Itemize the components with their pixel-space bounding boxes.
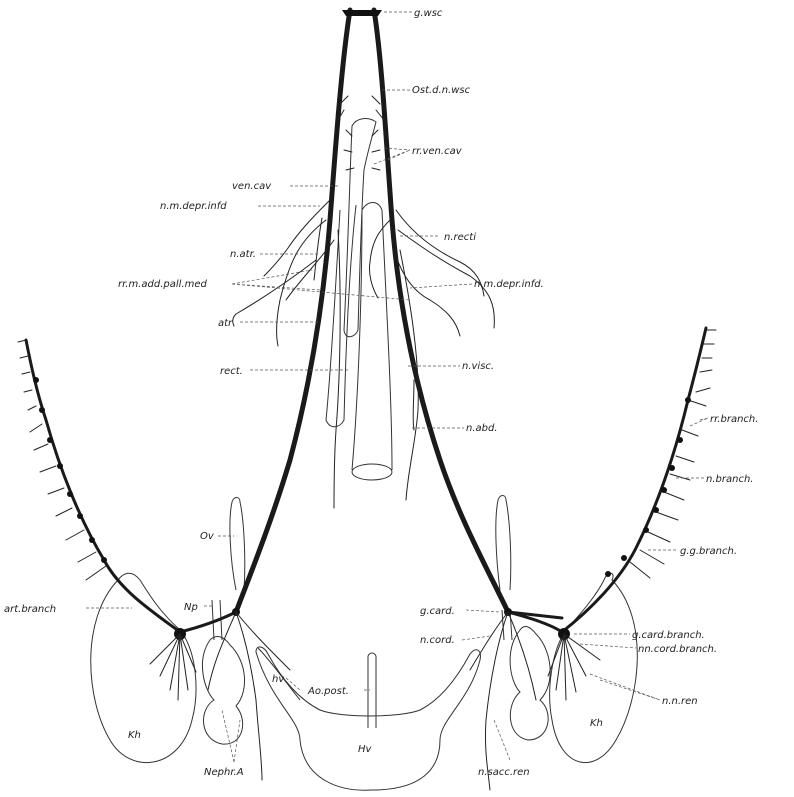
label-atr: atr: [218, 318, 233, 329]
renal-nerves: [150, 612, 600, 790]
label-n-m-depr-infd-right: n.m.depr.infd.: [474, 279, 544, 290]
label-n-m-depr-infd-left: n.m.depr.infd: [160, 201, 227, 212]
label-np: Np: [184, 602, 198, 613]
right-branchial-nerve: [508, 328, 706, 632]
rectum-end: [352, 464, 392, 480]
label-nephr-a: Nephr.A: [204, 767, 244, 778]
organ-outlines: [91, 119, 638, 791]
nephridium-left: [202, 637, 244, 745]
label-hv-small: hv: [272, 674, 285, 685]
label-hv-large: Hv: [358, 744, 373, 755]
kidney-right: [550, 573, 638, 762]
left-visceral-connective: [236, 10, 350, 612]
right-visceral-connective: [374, 10, 508, 612]
kidney-left: [91, 573, 196, 762]
label-art-branch: art.branch: [4, 604, 56, 615]
label-gg-branch: g.g.branch.: [680, 546, 737, 557]
label-n-branch: n.branch.: [706, 474, 753, 485]
label-nn-cord-branch: nn.cord.branch.: [638, 644, 717, 655]
branchial-rami: [18, 330, 716, 580]
label-ven-cav: ven.cav: [232, 181, 272, 192]
ganglion-wsc: [342, 10, 382, 16]
aorta-posterior: [368, 653, 376, 728]
label-n-sacc-ren: n.sacc.ren: [478, 767, 530, 778]
label-rect: rect.: [220, 366, 243, 377]
label-ost-d-n-wsc: Ost.d.n.wsc: [412, 85, 471, 96]
label-kh-left: Kh: [128, 730, 141, 741]
label-n-cord: n.cord.: [420, 635, 455, 646]
label-n-abd: n.abd.: [466, 423, 498, 434]
label-ao-post: Ao.post.: [307, 686, 349, 697]
label-n-atr: n.atr.: [230, 249, 256, 260]
label-g-card-branch: g.card.branch.: [632, 630, 705, 641]
left-branchial-nerve: [26, 340, 236, 632]
nerve-cords: [26, 10, 706, 640]
label-g-wsc: g.wsc: [414, 8, 443, 19]
label-ov: Ov: [200, 531, 215, 542]
oviduct-left: [230, 498, 245, 591]
labels: g.wsc Ost.d.n.wsc rr.ven.cav ven.cav n.m…: [4, 8, 758, 778]
label-rr-branch: rr.branch.: [710, 414, 758, 425]
visceral-nerves: [233, 96, 495, 508]
rectum-top: [362, 203, 382, 211]
label-rr-m-add-pall-med: rr.m.add.pall.med: [118, 279, 208, 290]
label-n-recti: n.recti: [444, 232, 476, 243]
label-g-card: g.card.: [420, 606, 455, 617]
label-rr-ven-cav: rr.ven.cav: [412, 146, 463, 157]
label-nn-ren: n.n.ren: [662, 696, 698, 707]
nephridium-right: [510, 627, 550, 740]
label-n-visc: n.visc.: [462, 361, 494, 372]
label-kh-right: Kh: [590, 718, 603, 729]
oviduct-right: [496, 496, 511, 591]
